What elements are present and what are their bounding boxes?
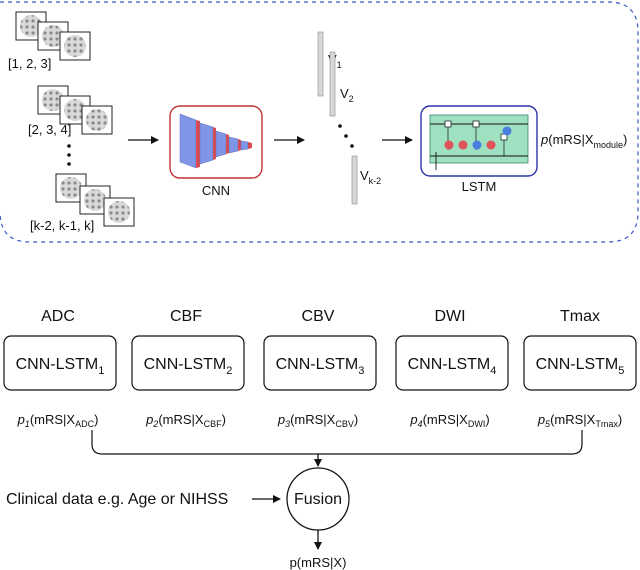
final-output-label: p(mRS|X) xyxy=(290,555,347,570)
vector-label-k: Vk-2 xyxy=(360,168,381,186)
lstm-cell-icon xyxy=(429,114,529,170)
svg-text:CNN-LSTM4: CNN-LSTM4 xyxy=(408,356,497,377)
module-name-adc: ADC xyxy=(41,308,75,325)
cnn-lstm-box-3: CNN-LSTM3 xyxy=(263,335,377,391)
cnn-lstm-box-4: CNN-LSTM4 xyxy=(395,335,509,391)
prob-label-cbf: p2(mRS|XCBF) xyxy=(145,412,226,429)
feature-vector-1 xyxy=(317,31,324,97)
feature-vector-2 xyxy=(329,51,336,117)
prob-label-adc: p1(mRS|XADC) xyxy=(17,412,99,429)
window-label-3: [k-2, k-1, k] xyxy=(30,218,94,233)
prob-label-tmax: p5(mRS|XTmax) xyxy=(537,412,622,429)
cnn-lstm-box-1: CNN-LSTM1 xyxy=(3,335,117,391)
ellipsis-dots-diagonal xyxy=(338,124,354,148)
prob-label-dwi: p4(mRS|XDWI) xyxy=(409,412,489,429)
fusion-bracket xyxy=(91,430,583,455)
module-dashed-border xyxy=(0,1,639,243)
cnn-lstm-box-2: CNN-LSTM2 xyxy=(131,335,245,391)
prob-label-cbv: p3(mRS|XCBV) xyxy=(277,412,358,429)
fusion-label: Fusion xyxy=(294,491,342,508)
lstm-label: LSTM xyxy=(462,179,497,194)
slice-stack-2 xyxy=(37,85,113,135)
cnn-layers-icon xyxy=(179,113,252,169)
window-label-1: [1, 2, 3] xyxy=(8,56,51,71)
window-label-2: [2, 3, 4] xyxy=(28,122,71,137)
feature-vector-k xyxy=(351,155,358,205)
module-name-cbf: CBF xyxy=(170,308,202,325)
slice-stack-3 xyxy=(55,173,135,227)
module-name-dwi: DWI xyxy=(434,308,465,325)
ellipsis-dots-vertical xyxy=(67,144,71,166)
module-name-cbv: CBV xyxy=(302,308,335,325)
svg-text:CNN-LSTM2: CNN-LSTM2 xyxy=(144,356,233,377)
slice-stack-1 xyxy=(15,11,91,61)
svg-text:CNN-LSTM5: CNN-LSTM5 xyxy=(536,356,625,377)
module-name-tmax: Tmax xyxy=(560,308,600,325)
svg-text:CNN-LSTM3: CNN-LSTM3 xyxy=(276,356,365,377)
module-output-label: p(mRS|Xmodule) xyxy=(540,132,627,150)
vector-label-2: V2 xyxy=(340,86,354,104)
cnn-label: CNN xyxy=(202,183,230,198)
svg-text:CNN-LSTM1: CNN-LSTM1 xyxy=(16,356,105,377)
cnn-lstm-box-5: CNN-LSTM5 xyxy=(523,335,637,391)
clinical-data-label: Clinical data e.g. Age or NIHSS xyxy=(6,491,228,508)
